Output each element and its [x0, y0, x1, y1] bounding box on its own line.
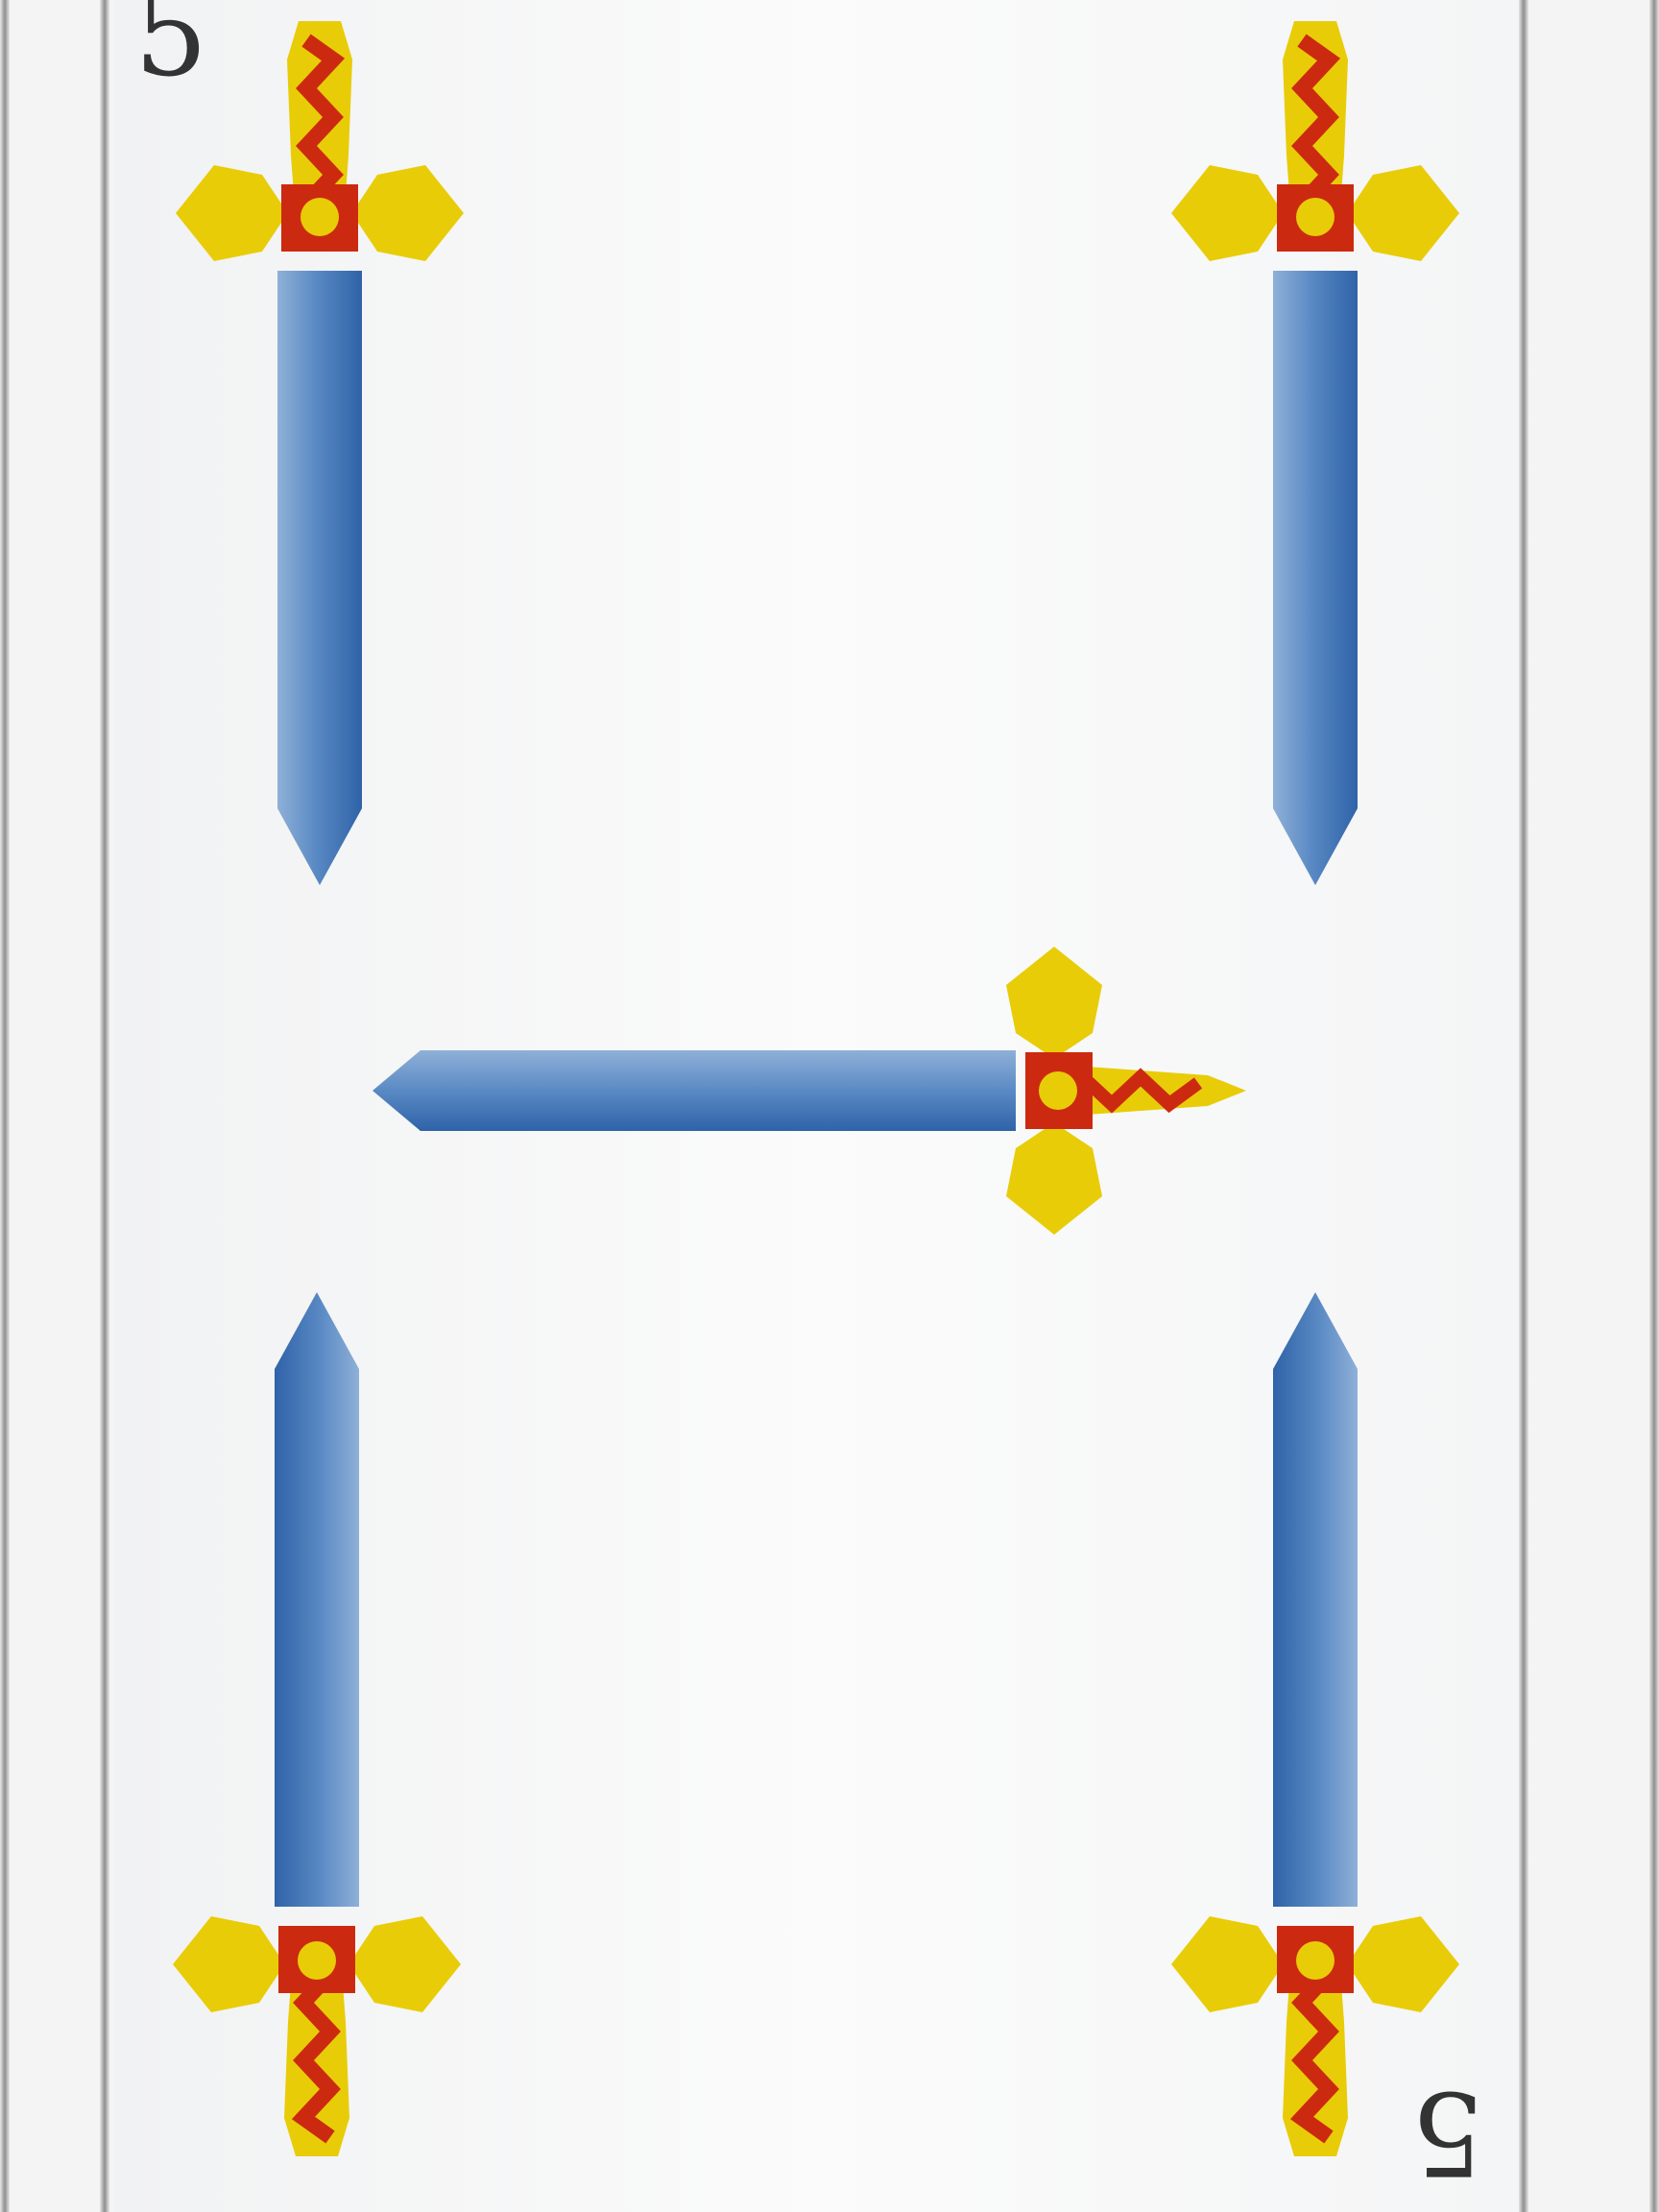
top-corner-index: 5 [134, 0, 208, 103]
right-outer-border [1649, 0, 1659, 2212]
left-card-edge [100, 0, 109, 2212]
sword-pip-top-left [176, 21, 464, 885]
sword-pip-bottom-right [1171, 1292, 1459, 2156]
left-outer-border [0, 0, 10, 2212]
right-card-edge [1519, 0, 1528, 2212]
sword-pip-bottom-left [173, 1292, 461, 2156]
sword-pip-center [373, 947, 1246, 1235]
sword-pip-top-right [1171, 21, 1459, 885]
